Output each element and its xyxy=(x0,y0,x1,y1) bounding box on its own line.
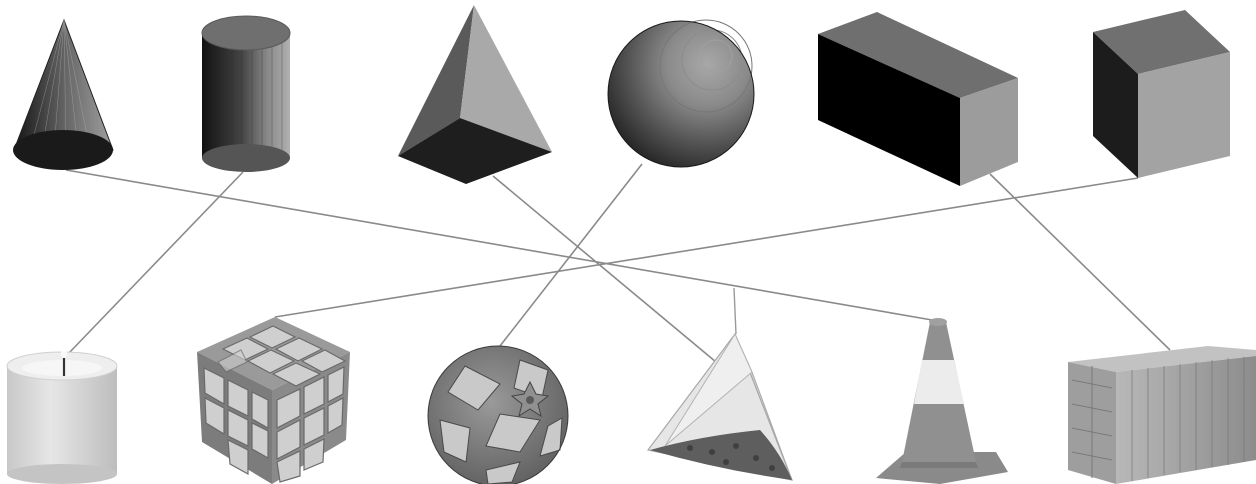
match-lines xyxy=(66,164,1170,362)
rubiks-cube-icon xyxy=(197,317,350,484)
cube-icon xyxy=(1093,10,1230,178)
tea-bag-icon xyxy=(648,288,792,480)
line-sphere-to-ball xyxy=(500,164,642,346)
line-cylinder-to-candle xyxy=(68,172,243,354)
sphere-icon xyxy=(608,20,754,167)
line-cuboid-to-shipping-container xyxy=(990,174,1170,350)
shipping-container-icon xyxy=(1068,346,1256,484)
traffic-cone-icon xyxy=(876,318,1008,484)
cone-icon xyxy=(13,20,113,170)
cylinder-icon xyxy=(202,16,290,172)
ball-icon xyxy=(428,346,568,484)
cuboid-icon xyxy=(818,12,1018,186)
line-pyramid-to-tea-bag xyxy=(493,176,716,362)
line-cone-to-traffic-cone xyxy=(66,170,932,320)
candle-icon xyxy=(7,346,117,484)
pyramid-icon xyxy=(398,5,552,184)
line-cube-to-rubiks-cube xyxy=(275,178,1138,317)
